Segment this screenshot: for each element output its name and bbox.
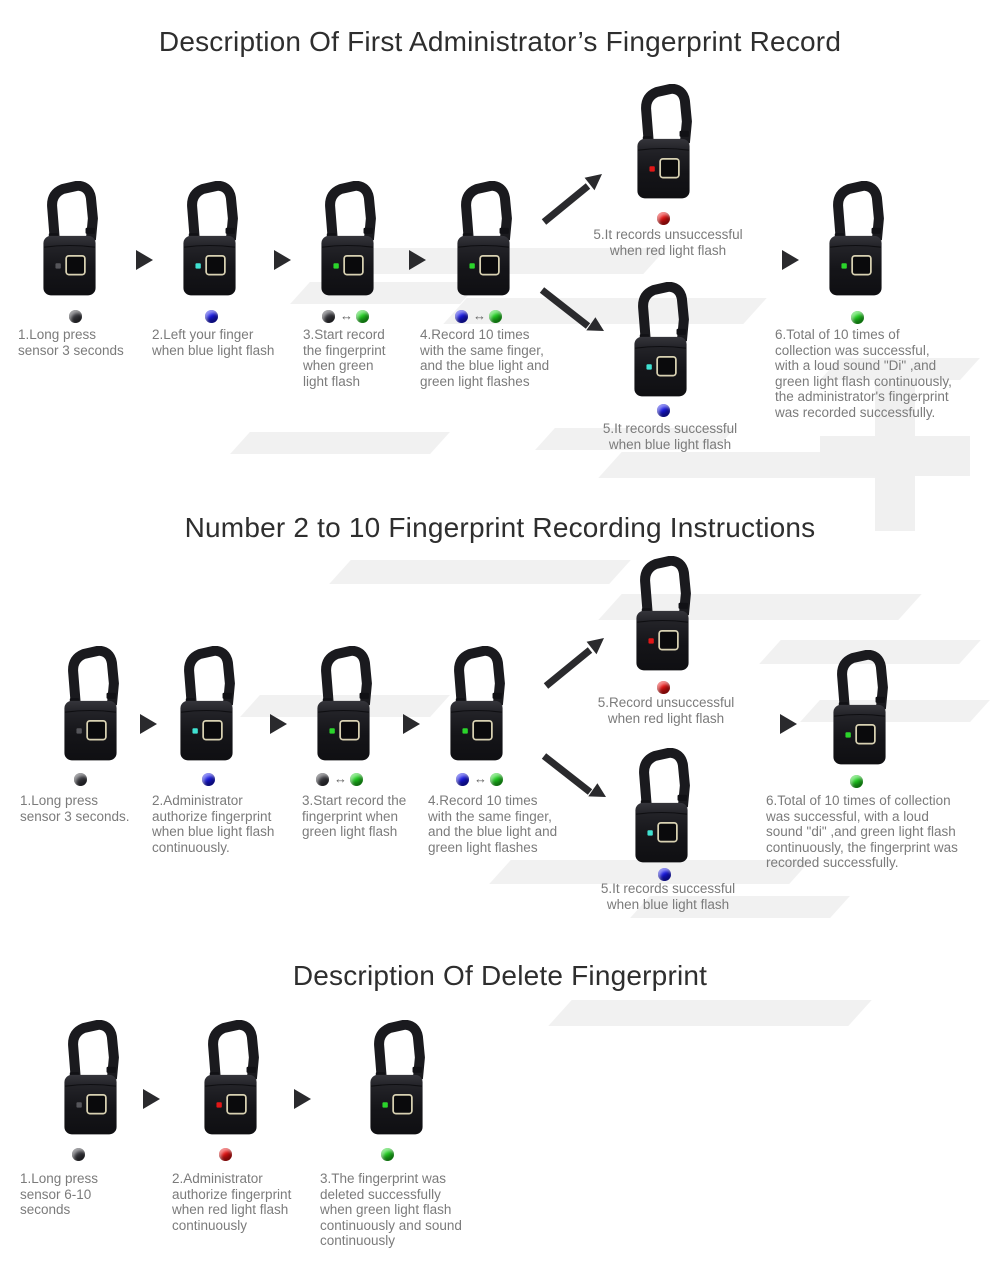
step-text: 3.The fingerprint was deleted successful…: [320, 1171, 462, 1248]
status-dot: [74, 773, 87, 786]
diagonal-arrow-down-icon: [541, 753, 606, 797]
padlock-icon: [826, 650, 893, 767]
diagonal-arrow-up-icon: [543, 638, 604, 689]
flow-arrow-icon: [409, 250, 426, 270]
step-text: 5.Record unsuccessful when red light fla…: [597, 695, 735, 726]
status-dot: [316, 773, 329, 786]
diagonal-arrow-down-icon: [539, 287, 604, 331]
padlock-icon: [310, 646, 377, 763]
both-ways-arrow-icon: ↔: [473, 308, 486, 323]
section-title: Description Of Delete Fingerprint: [292, 960, 708, 991]
status-dot: [657, 212, 670, 225]
padlock-icon: [628, 748, 695, 865]
both-ways-arrow-icon: ↔: [474, 771, 487, 786]
flow-arrow-icon: [140, 714, 157, 734]
padlock-icon: [197, 1020, 264, 1137]
step-text: 1.Long press sensor 3 seconds: [18, 327, 124, 358]
status-dot: [356, 310, 369, 323]
status-dot: [72, 1148, 85, 1161]
step-text: 3.Start record the fingerprint when gree…: [302, 793, 407, 839]
status-dot: [381, 1148, 394, 1161]
status-dot: [456, 773, 469, 786]
status-dot: [850, 775, 863, 788]
flow-arrow-icon: [780, 714, 797, 734]
step-text: 6.Total of 10 times of collection was su…: [775, 327, 952, 420]
flow-arrow-icon: [136, 250, 153, 270]
padlock-icon: [57, 1020, 124, 1137]
status-dot: [851, 311, 864, 324]
step-text: 5.It records unsuccessful when red light…: [593, 227, 743, 258]
status-dot: [219, 1148, 232, 1161]
flow-arrow-icon: [403, 714, 420, 734]
step-text: 2.Administrator authorize fingerprint wh…: [172, 1171, 292, 1233]
watermark-plus: [875, 381, 915, 531]
status-dot: [69, 310, 82, 323]
watermark-bar: [230, 432, 450, 454]
padlock-icon: [36, 181, 103, 298]
padlock-icon: [363, 1020, 430, 1137]
step-text: 3.Start record the fingerprint when gree…: [303, 327, 386, 389]
flow-arrow-icon: [294, 1089, 311, 1109]
step-text: 5.It records successful when blue light …: [600, 881, 736, 912]
step-text: 2.Administrator authorize fingerprint wh…: [152, 793, 275, 855]
padlock-icon: [314, 181, 381, 298]
diagonal-arrow-up-icon: [541, 174, 602, 225]
flow-arrow-icon: [274, 250, 291, 270]
padlock-icon: [822, 181, 889, 298]
step-text: 5.It records successful when blue light …: [602, 421, 738, 452]
padlock-icon: [173, 646, 240, 763]
status-dot: [490, 773, 503, 786]
padlock-icon: [443, 646, 510, 763]
step-text: 1.Long press sensor 6-10 seconds: [20, 1171, 99, 1217]
section-title: Number 2 to 10 Fingerprint Recording Ins…: [184, 512, 816, 543]
padlock-icon: [57, 646, 124, 763]
watermark-bar: [548, 1000, 872, 1026]
section-title: Description Of First Administrator’s Fin…: [158, 26, 842, 57]
padlock-icon: [629, 556, 696, 673]
padlock-icon: [450, 181, 517, 298]
step-text: 4.Record 10 times with the same finger, …: [428, 793, 558, 855]
padlock-icon: [630, 84, 697, 201]
watermark-bar: [329, 560, 631, 584]
status-dot: [489, 310, 502, 323]
status-dot: [322, 310, 335, 323]
step-text: 1.Long press sensor 3 seconds.: [20, 793, 130, 824]
step-text: 6.Total of 10 times of collection was su…: [766, 793, 958, 870]
status-dot: [658, 868, 671, 881]
both-ways-arrow-icon: ↔: [334, 771, 347, 786]
status-dot: [657, 404, 670, 417]
status-dot: [202, 773, 215, 786]
flow-arrow-icon: [782, 250, 799, 270]
status-dot: [350, 773, 363, 786]
flow-arrow-icon: [270, 714, 287, 734]
step-text: 4.Record 10 times with the same finger, …: [420, 327, 550, 389]
padlock-icon: [627, 282, 694, 399]
step-text: 2.Left your finger when blue light flash: [152, 327, 275, 358]
padlock-icon: [176, 181, 243, 298]
flow-arrow-icon: [143, 1089, 160, 1109]
status-dot: [455, 310, 468, 323]
status-dot: [657, 681, 670, 694]
status-dot: [205, 310, 218, 323]
both-ways-arrow-icon: ↔: [340, 308, 353, 323]
